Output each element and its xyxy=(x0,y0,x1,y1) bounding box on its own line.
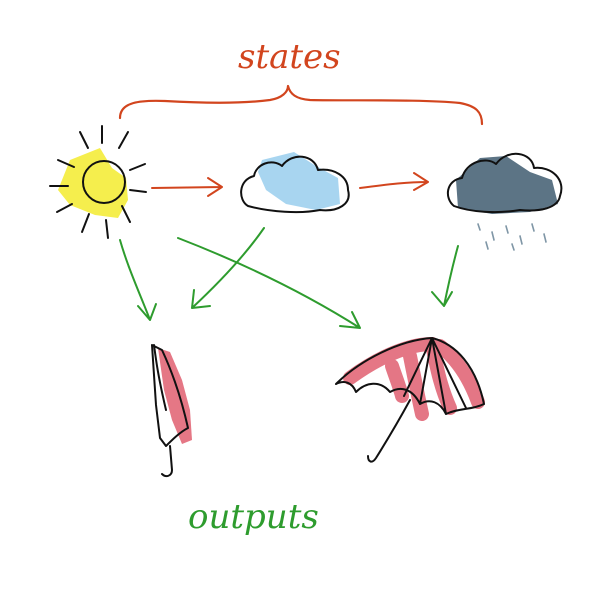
closed-umbrella-red-fill xyxy=(158,348,192,444)
arrow-sun-to-closed-umbrella xyxy=(119,239,157,321)
sun-circle xyxy=(82,160,126,204)
arrow-sun-to-cloud xyxy=(151,177,223,197)
rain-cloud-icon xyxy=(446,153,563,251)
sun-icon xyxy=(49,125,147,239)
open-umbrella-icon xyxy=(335,337,485,463)
arrow-cloud-to-rain xyxy=(359,172,429,191)
state-transition-arrows xyxy=(151,172,429,197)
states-label: states xyxy=(238,37,341,77)
states-brace xyxy=(118,84,484,126)
rain-cloud-outline xyxy=(446,153,563,214)
rain-cloud-dark-scribble xyxy=(456,156,558,214)
arrow-cloud-to-closed-umbrella xyxy=(191,227,265,309)
sun-rays xyxy=(49,125,147,239)
raindrops xyxy=(477,223,547,251)
open-umbrella-outline xyxy=(335,337,485,463)
arrow-sun-to-open-umbrella xyxy=(177,237,361,329)
cloud-icon xyxy=(240,152,350,214)
sun-yellow-scribble xyxy=(58,148,128,218)
emission-arrows xyxy=(119,227,459,329)
closed-umbrella-icon xyxy=(151,344,192,478)
arrow-rain-to-open-umbrella xyxy=(431,245,459,307)
cloud-blue-scribble xyxy=(258,152,340,210)
outputs-label: outputs xyxy=(188,497,319,537)
cloud-outline xyxy=(240,155,350,214)
closed-umbrella-outline xyxy=(151,344,189,478)
